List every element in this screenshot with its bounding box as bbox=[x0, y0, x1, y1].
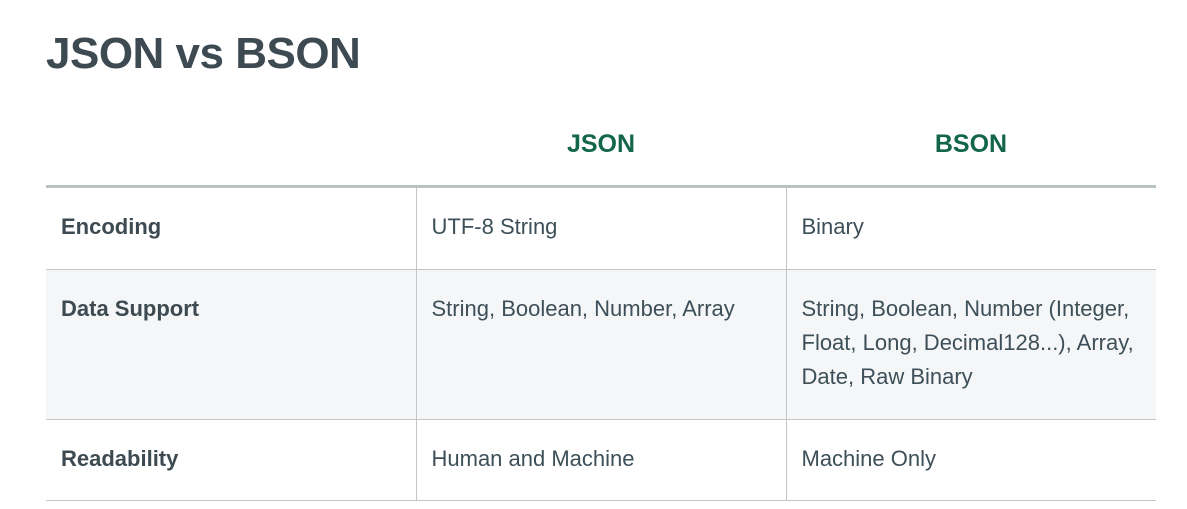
table-row-readability: Readability Human and Machine Machine On… bbox=[46, 419, 1156, 501]
page-title: JSON vs BSON bbox=[46, 29, 361, 78]
row-label: Readability bbox=[46, 419, 416, 501]
table-row-encoding: Encoding UTF-8 String Binary bbox=[46, 186, 1156, 270]
header-json: JSON bbox=[416, 104, 786, 188]
bson-cell: String, Boolean, Number (Integer, Float,… bbox=[785, 269, 1156, 420]
bson-cell: Machine Only bbox=[785, 419, 1156, 501]
json-cell: UTF-8 String bbox=[415, 186, 786, 270]
table-row-data-support: Data Support String, Boolean, Number, Ar… bbox=[46, 269, 1156, 420]
bson-cell: Binary bbox=[785, 186, 1156, 270]
header-bson: BSON bbox=[786, 104, 1156, 188]
row-label: Encoding bbox=[46, 186, 416, 270]
row-label: Data Support bbox=[46, 269, 416, 420]
json-cell: Human and Machine bbox=[415, 419, 786, 501]
json-cell: String, Boolean, Number, Array bbox=[415, 269, 786, 420]
comparison-table: JSON BSON Encoding UTF-8 String Binary D… bbox=[46, 104, 1156, 501]
header-empty-cell bbox=[46, 104, 416, 188]
table-header-row: JSON BSON bbox=[46, 104, 1156, 188]
